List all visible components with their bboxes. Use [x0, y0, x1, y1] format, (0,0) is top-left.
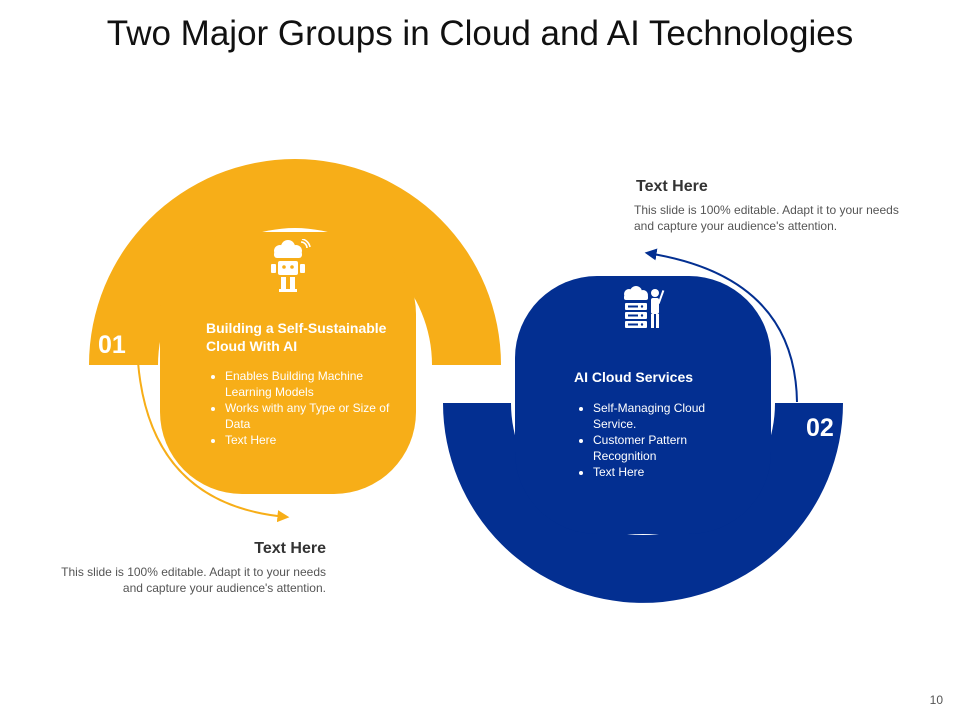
group1-card [160, 232, 416, 494]
page-number: 10 [929, 693, 943, 707]
list-item: Self-Managing Cloud Service. [593, 400, 723, 432]
note-bottom-title: Text Here [254, 540, 326, 557]
group2-card [515, 276, 771, 534]
note-bottom-body: This slide is 100% editable. Adapt it to… [61, 565, 326, 595]
group1-number: 01 [98, 331, 126, 359]
list-item: Text Here [593, 464, 723, 480]
group2-connector-arrow [644, 248, 798, 403]
list-item: Enables Building Machine Learning Models [225, 368, 401, 400]
cloud-robot-icon [271, 239, 311, 292]
list-item: Customer Pattern Recognition [593, 432, 723, 464]
note-top-body: This slide is 100% editable. Adapt it to… [634, 203, 899, 233]
group2-number: 02 [806, 414, 834, 442]
group2-bullet-list: Self-Managing Cloud Service. Customer Pa… [574, 400, 723, 480]
group1-arc-band [89, 159, 501, 365]
note-top-title: Text Here [636, 178, 708, 195]
list-item: Text Here [225, 432, 401, 448]
list-item: Works with any Type or Size of Data [225, 400, 401, 432]
group1-connector-arrow [137, 361, 290, 523]
group1-title: Building a Self-Sustainable Cloud With A… [206, 320, 387, 354]
group2-title: AI Cloud Services [574, 369, 694, 385]
group2-arc-band [443, 403, 843, 603]
slide-title: Two Major Groups in Cloud and AI Technol… [106, 14, 854, 53]
cloud-server-presenter-icon [624, 286, 665, 328]
group1-bullet-list: Enables Building Machine Learning Models… [206, 368, 401, 448]
